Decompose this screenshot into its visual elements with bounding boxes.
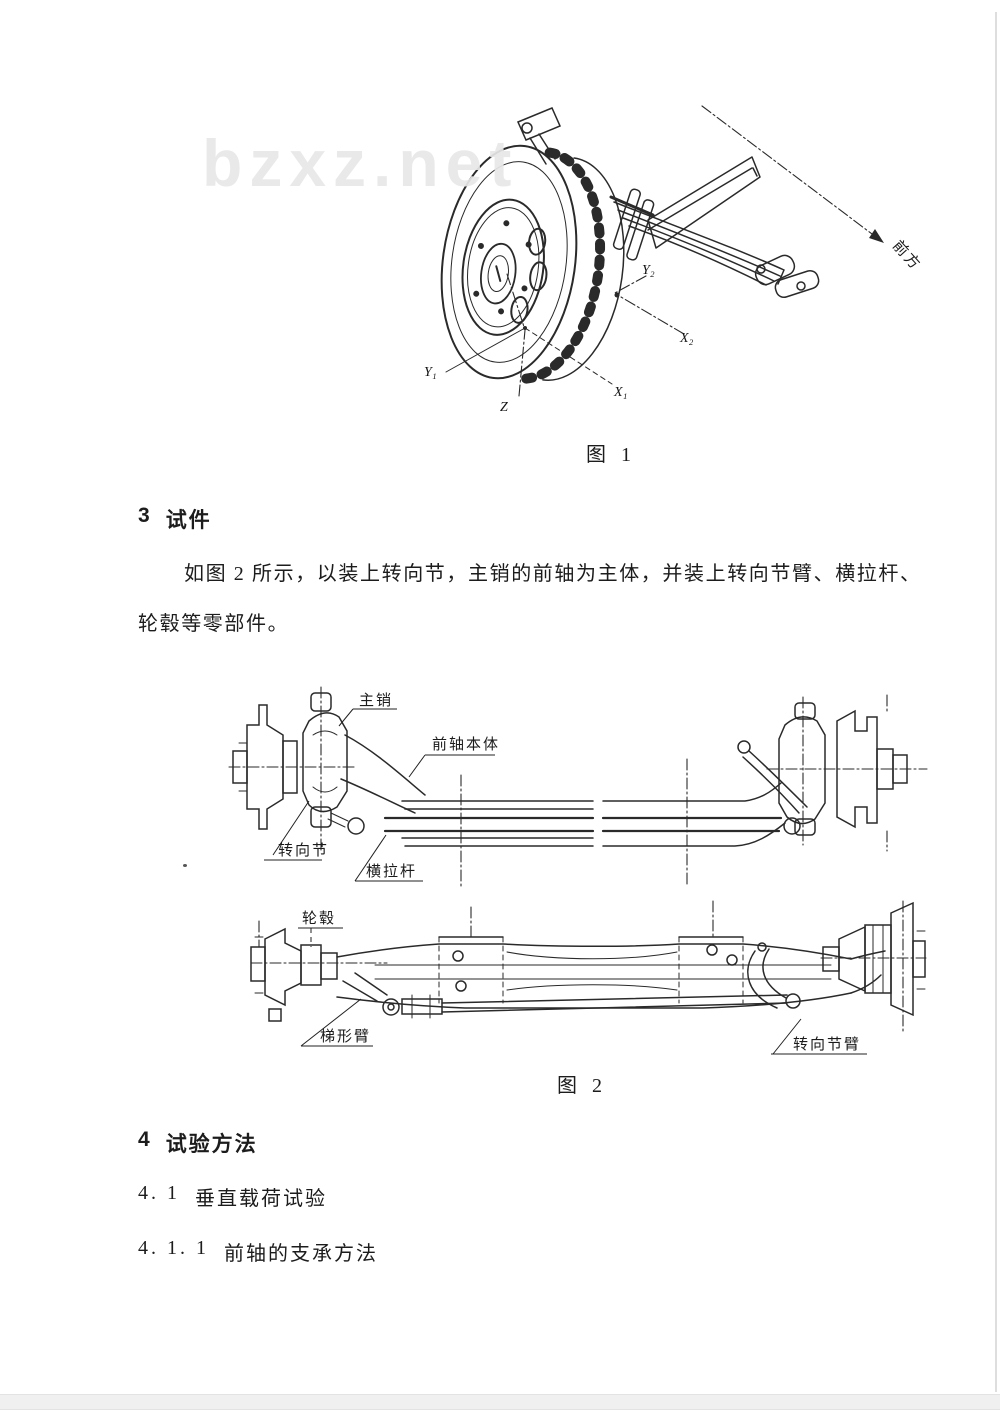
- axis-label-x1: X₁: [613, 385, 627, 400]
- label-trapezoid-arm: 梯形臂: [320, 1028, 371, 1045]
- axis-lines: [445, 273, 685, 397]
- figure2-top-view: [228, 686, 928, 888]
- wheel-rim: [461, 198, 548, 336]
- section-3-number: 3: [138, 504, 150, 527]
- axis-label-z: Z: [500, 400, 508, 415]
- leader-steering-knuckle: [264, 800, 322, 861]
- section-3-heading: 3 试件: [138, 504, 212, 534]
- section-4-heading: 4 试验方法: [138, 1128, 258, 1158]
- label-knuckle-arm: 转向节臂: [793, 1036, 861, 1053]
- leader-axle-body: [408, 754, 495, 778]
- figure1-direction-label: 前方: [889, 237, 924, 274]
- leader-king-pin: [338, 708, 397, 727]
- paragraph-line-2: 轮毂等零部件。: [138, 613, 290, 635]
- section-4-1-1-title: 前轴的支承方法: [224, 1243, 378, 1265]
- figure1-drawing: 前方: [424, 105, 924, 415]
- watermark: bzxz.net: [202, 126, 519, 200]
- label-tie-rod: 横拉杆: [366, 863, 417, 880]
- figure2-bottom-view: [250, 900, 927, 1032]
- leaf-spring: [609, 188, 820, 299]
- section-4-1-title: 垂直载荷试验: [195, 1188, 327, 1210]
- frame-rail: [647, 156, 761, 249]
- section-4-number: 4: [138, 1128, 150, 1151]
- tire-treads: [512, 147, 606, 384]
- leader-knuckle-arm: [771, 1018, 867, 1055]
- direction-line: [701, 105, 881, 241]
- leader-trapezoid-arm: [300, 998, 373, 1047]
- leader-tie-rod: [354, 834, 423, 882]
- section-4-title: 试验方法: [165, 1133, 258, 1156]
- label-axle-body: 前轴本体: [432, 736, 500, 753]
- paragraph-line-1: 如图 2 所示，以装上转向节，主销的前轴为主体，并装上转向节臂、横拉杆、: [184, 563, 922, 585]
- axis-label-x2: X₂: [679, 331, 694, 346]
- axis-origin-2: [614, 292, 620, 298]
- u-bolts: [612, 188, 655, 261]
- figure2-caption: 图 2: [557, 1075, 607, 1097]
- axis-label-y2: Y₂: [642, 263, 655, 278]
- section-4-1-heading: 4. 1 垂直载荷试验: [138, 1182, 327, 1211]
- section-4-1-number: 4. 1: [138, 1182, 180, 1204]
- page-bottom-separator: [0, 1394, 1000, 1410]
- section-4-1-1-number: 4. 1. 1: [138, 1237, 209, 1259]
- label-king-pin: 主销: [359, 692, 393, 709]
- axis-origin-1: [523, 326, 527, 330]
- page-right-edge: [995, 12, 997, 1392]
- wheel: [440, 144, 625, 384]
- section-4-1-1-heading: 4. 1. 1 前轴的支承方法: [138, 1237, 378, 1266]
- label-steering-knuckle: 转向节: [278, 842, 329, 859]
- section-3-title: 试件: [165, 509, 212, 532]
- axis-label-y1: Y₁: [424, 365, 437, 380]
- figure1-caption: 图 1: [586, 444, 636, 466]
- ink-speck: [183, 864, 187, 867]
- label-wheel-hub: 轮毂: [302, 910, 336, 927]
- figure2-drawing: 主销 前轴本体 转向节 横拉杆: [228, 686, 928, 1055]
- direction-arrowhead: [869, 229, 884, 243]
